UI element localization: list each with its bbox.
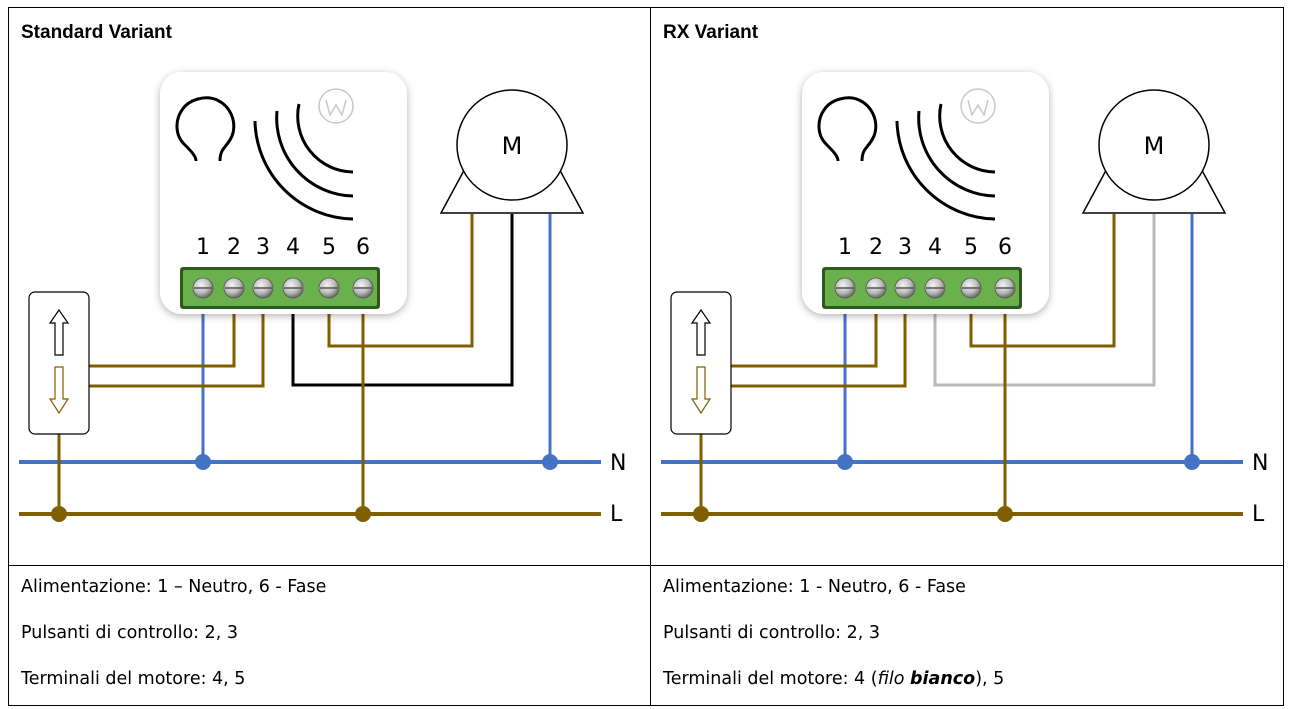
table-border-left — [8, 7, 9, 706]
notes-rx: Alimentazione: 1 - Neutro, 6 - Fase Puls… — [651, 566, 1283, 705]
table-border-bottom — [8, 705, 1284, 706]
arrow-up-icon — [48, 308, 70, 356]
terminal-number: 1 — [838, 235, 852, 260]
terminal-number: 5 — [322, 235, 336, 260]
wave-arc-icon — [275, 110, 354, 198]
up-down-switch — [28, 291, 90, 435]
junction-dot — [195, 454, 211, 470]
note-motor: Terminali del motore: 4 (filo bianco), 5 — [663, 669, 1004, 689]
terminal-number: 6 — [356, 235, 370, 260]
motor-label: M — [1144, 132, 1165, 160]
brand-logo-mark — [325, 99, 347, 117]
wave-arc-icon — [253, 120, 354, 221]
phase-line-label: L — [1252, 502, 1265, 527]
junction-dot — [997, 506, 1013, 522]
notes-standard: Alimentazione: 1 – Neutro, 6 - Fase Puls… — [9, 566, 650, 705]
junction-dot — [51, 506, 67, 522]
light-bulb-icon — [817, 96, 878, 162]
note-power: Alimentazione: 1 - Neutro, 6 - Fase — [663, 577, 966, 597]
note-buttons: Pulsanti di controllo: 2, 3 — [663, 623, 881, 643]
device-body — [160, 72, 407, 314]
arrow-down-icon — [48, 366, 70, 415]
wave-arc-icon — [917, 110, 996, 198]
wave-arc-icon — [938, 103, 996, 174]
terminal-4-motor-wire — [291, 214, 514, 387]
panel-title: Standard Variant — [21, 22, 172, 43]
arrow-down-icon — [690, 366, 712, 415]
terminal-5-motor-wire — [327, 214, 474, 348]
terminal-2-switch-wire — [731, 308, 878, 368]
terminal-number: 4 — [286, 235, 300, 260]
junction-dot — [355, 506, 371, 522]
motor-icon — [1098, 89, 1210, 201]
terminal-5-motor-wire — [969, 214, 1116, 348]
motor-label: M — [502, 132, 523, 160]
light-bulb-icon — [175, 96, 236, 162]
terminal-2-switch-wire — [89, 308, 236, 368]
table-border-right — [1283, 7, 1284, 706]
note-motor: Terminali del motore: 4, 5 — [21, 669, 246, 689]
arrow-up-icon — [690, 308, 712, 356]
table-border-top — [8, 7, 1284, 8]
wave-arc-icon — [296, 103, 354, 174]
note-motor-prefix: Terminali del motore: 4 ( — [663, 669, 878, 689]
note-power: Alimentazione: 1 – Neutro, 6 - Fase — [21, 577, 327, 597]
terminal-number: 2 — [227, 235, 241, 260]
wave-arc-icon — [895, 120, 996, 221]
note-motor-bold: bianco — [910, 669, 976, 689]
terminal-3-switch-wire — [89, 308, 265, 388]
terminal-number: 1 — [196, 235, 210, 260]
motor-icon — [456, 89, 568, 201]
panel-title: RX Variant — [663, 22, 759, 43]
note-buttons: Pulsanti di controllo: 2, 3 — [21, 623, 239, 643]
note-motor-italic: filo — [877, 669, 911, 689]
terminal-number: 4 — [928, 235, 942, 260]
neutral-line-label: N — [1252, 451, 1268, 476]
terminal-3-switch-wire — [731, 308, 907, 388]
neutral-line-label: N — [610, 451, 626, 476]
junction-dot — [837, 454, 853, 470]
brand-logo-mark — [967, 99, 989, 117]
terminal-number: 2 — [869, 235, 883, 260]
terminal-number: 3 — [898, 235, 912, 260]
terminal-number: 3 — [256, 235, 270, 260]
device-body — [802, 72, 1049, 314]
up-down-switch — [670, 291, 732, 435]
terminal-number: 5 — [964, 235, 978, 260]
note-motor-suffix: ), 5 — [975, 669, 1005, 689]
junction-dot — [542, 454, 558, 470]
terminal-4-motor-wire — [933, 214, 1156, 387]
phase-line-label: L — [610, 502, 623, 527]
table-divider-vertical — [650, 7, 651, 706]
table-divider-horizontal — [8, 565, 1284, 566]
terminal-number: 6 — [998, 235, 1012, 260]
junction-dot — [1184, 454, 1200, 470]
junction-dot — [693, 506, 709, 522]
